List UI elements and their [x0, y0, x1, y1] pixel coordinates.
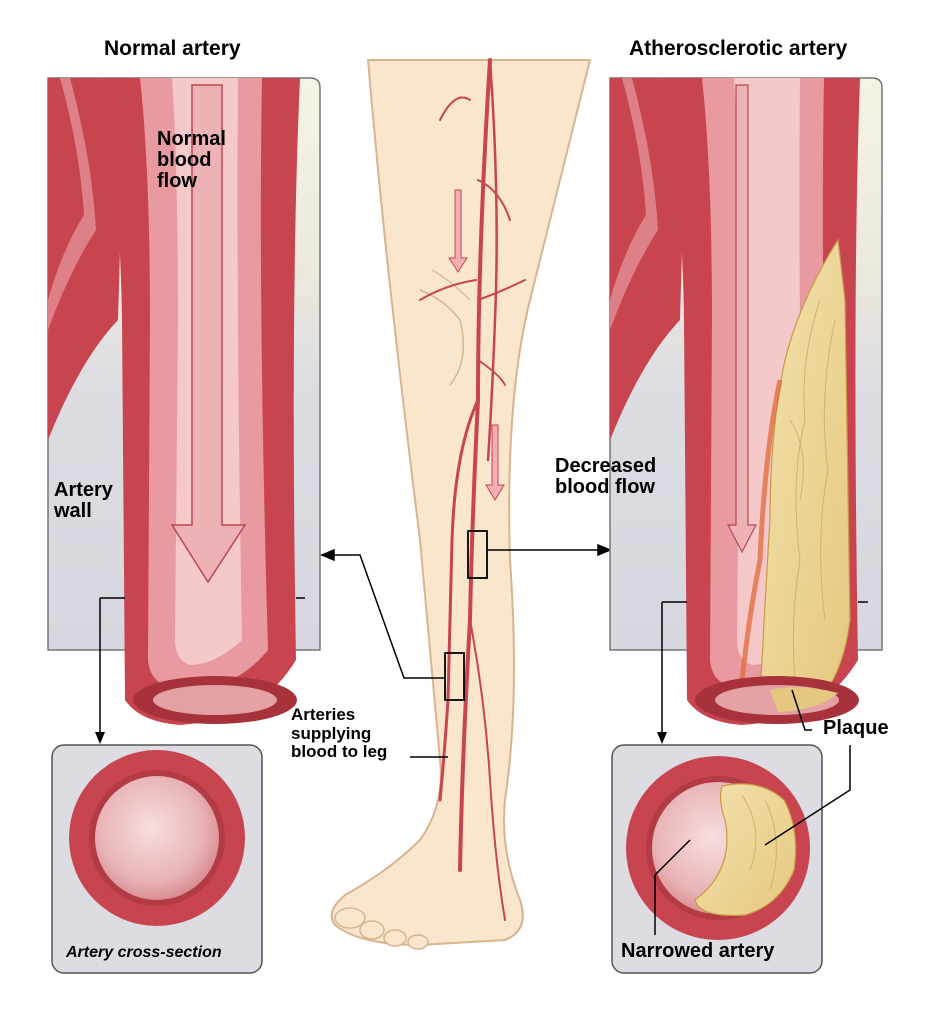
athero-cross-section-plaque	[694, 783, 797, 917]
athero-flow-arrow	[727, 84, 757, 554]
leg-sample-box-upper	[467, 530, 488, 579]
leg-sample-box-lower	[444, 652, 465, 701]
plaque-label: Plaque	[823, 717, 889, 739]
normal-artery-title: Normal artery	[104, 37, 241, 60]
cross-section-label: Artery cross-section	[66, 944, 222, 961]
athero-cross-section-panel	[611, 744, 851, 974]
leg-flow-arrow-upper	[448, 189, 468, 273]
athero-artery-panel	[609, 77, 883, 744]
normal-branch-vessel	[48, 78, 121, 440]
normal-artery-panel	[47, 77, 321, 744]
leg-flow-arrow-lower	[485, 424, 505, 501]
narrowed-artery-label: Narrowed artery	[621, 940, 775, 962]
normal-cross-section-panel	[51, 744, 263, 974]
normal-flow-arrow	[170, 84, 247, 584]
arteries-supplying-label: Arteries supplying blood to leg	[291, 705, 388, 762]
normal-flow-label: Normal blood flow	[157, 128, 226, 192]
artery-wall-label: Artery wall	[54, 479, 113, 522]
decreased-flow-label: Decreased blood flow	[555, 455, 657, 498]
leg-outline	[330, 59, 592, 947]
leg-arteries	[419, 58, 526, 921]
athero-artery-title: Atherosclerotic artery	[629, 37, 848, 60]
leg-illustration	[330, 58, 592, 950]
athero-branch-vessel	[610, 78, 683, 440]
connector-lines	[320, 543, 612, 758]
